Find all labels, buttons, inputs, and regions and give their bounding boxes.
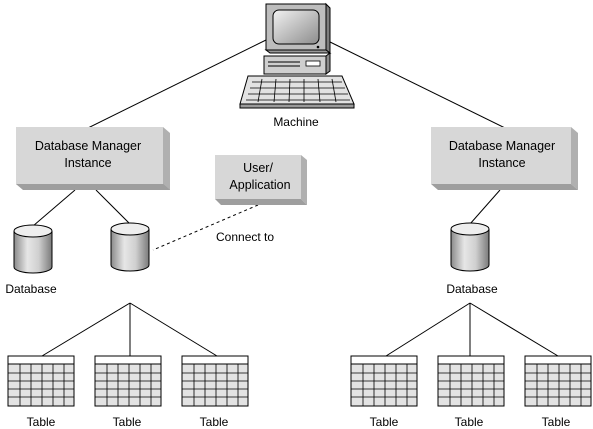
table-grid-icon [181,355,249,407]
database-left-label: Database [5,282,57,296]
machine-node: Machine [239,2,355,129]
instance-left-line1: Database Manager [35,139,141,153]
edge-instance-left-to-db1 [32,189,76,227]
user-application-box: User/ Application [215,155,307,205]
instance-right-line2: Instance [478,156,525,170]
edge-db3-fan-left [385,302,471,357]
database-right-label: Database [446,282,498,296]
user-app-line1: User/ [243,161,273,175]
table-node-6: Table [524,355,592,429]
table-grid-icon [94,355,162,407]
edge-instance-right-to-db [469,189,501,225]
table-node-3: Table [181,355,249,429]
table-3-label: Table [200,415,229,429]
instance-left-line2: Instance [64,156,111,170]
edge-db3-fan-right [469,302,559,357]
machine-label: Machine [273,115,319,129]
edge-machine-to-instance-right [325,39,506,129]
edge-machine-to-instance-left [87,39,267,129]
connector-lines [32,39,559,357]
table-6-label: Table [542,415,571,429]
computer-icon [239,2,355,109]
user-app-line2: Application [229,178,290,192]
edge-db2-fan-left [41,302,131,357]
connect-to-label: Connect to [216,230,274,244]
edge-db2-fan-right [129,302,218,357]
table-grid-icon [437,355,505,407]
table-grid-icon [350,355,418,407]
table-node-1: Table [7,355,75,429]
database-cylinder-icon [110,222,150,272]
database-node-right: Database [446,222,498,296]
instance-box-right: Database Manager Instance [431,127,578,190]
edge-userapp-connect-to-db2 [152,204,259,251]
database-cylinder-icon [13,224,53,274]
database-node-left: Database [5,224,57,296]
table-1-label: Table [27,415,56,429]
table-node-4: Table [350,355,418,429]
table-5-label: Table [455,415,484,429]
instance-right-line1: Database Manager [449,139,555,153]
table-node-2: Table [94,355,162,429]
database-cylinder-icon [450,222,490,272]
instance-box-left: Database Manager Instance [16,127,170,190]
table-node-5: Table [437,355,505,429]
edge-instance-left-to-db2 [95,189,131,225]
table-4-label: Table [370,415,399,429]
database-node-middle [110,222,150,272]
table-grid-icon [7,355,75,407]
table-grid-icon [524,355,592,407]
table-2-label: Table [113,415,142,429]
